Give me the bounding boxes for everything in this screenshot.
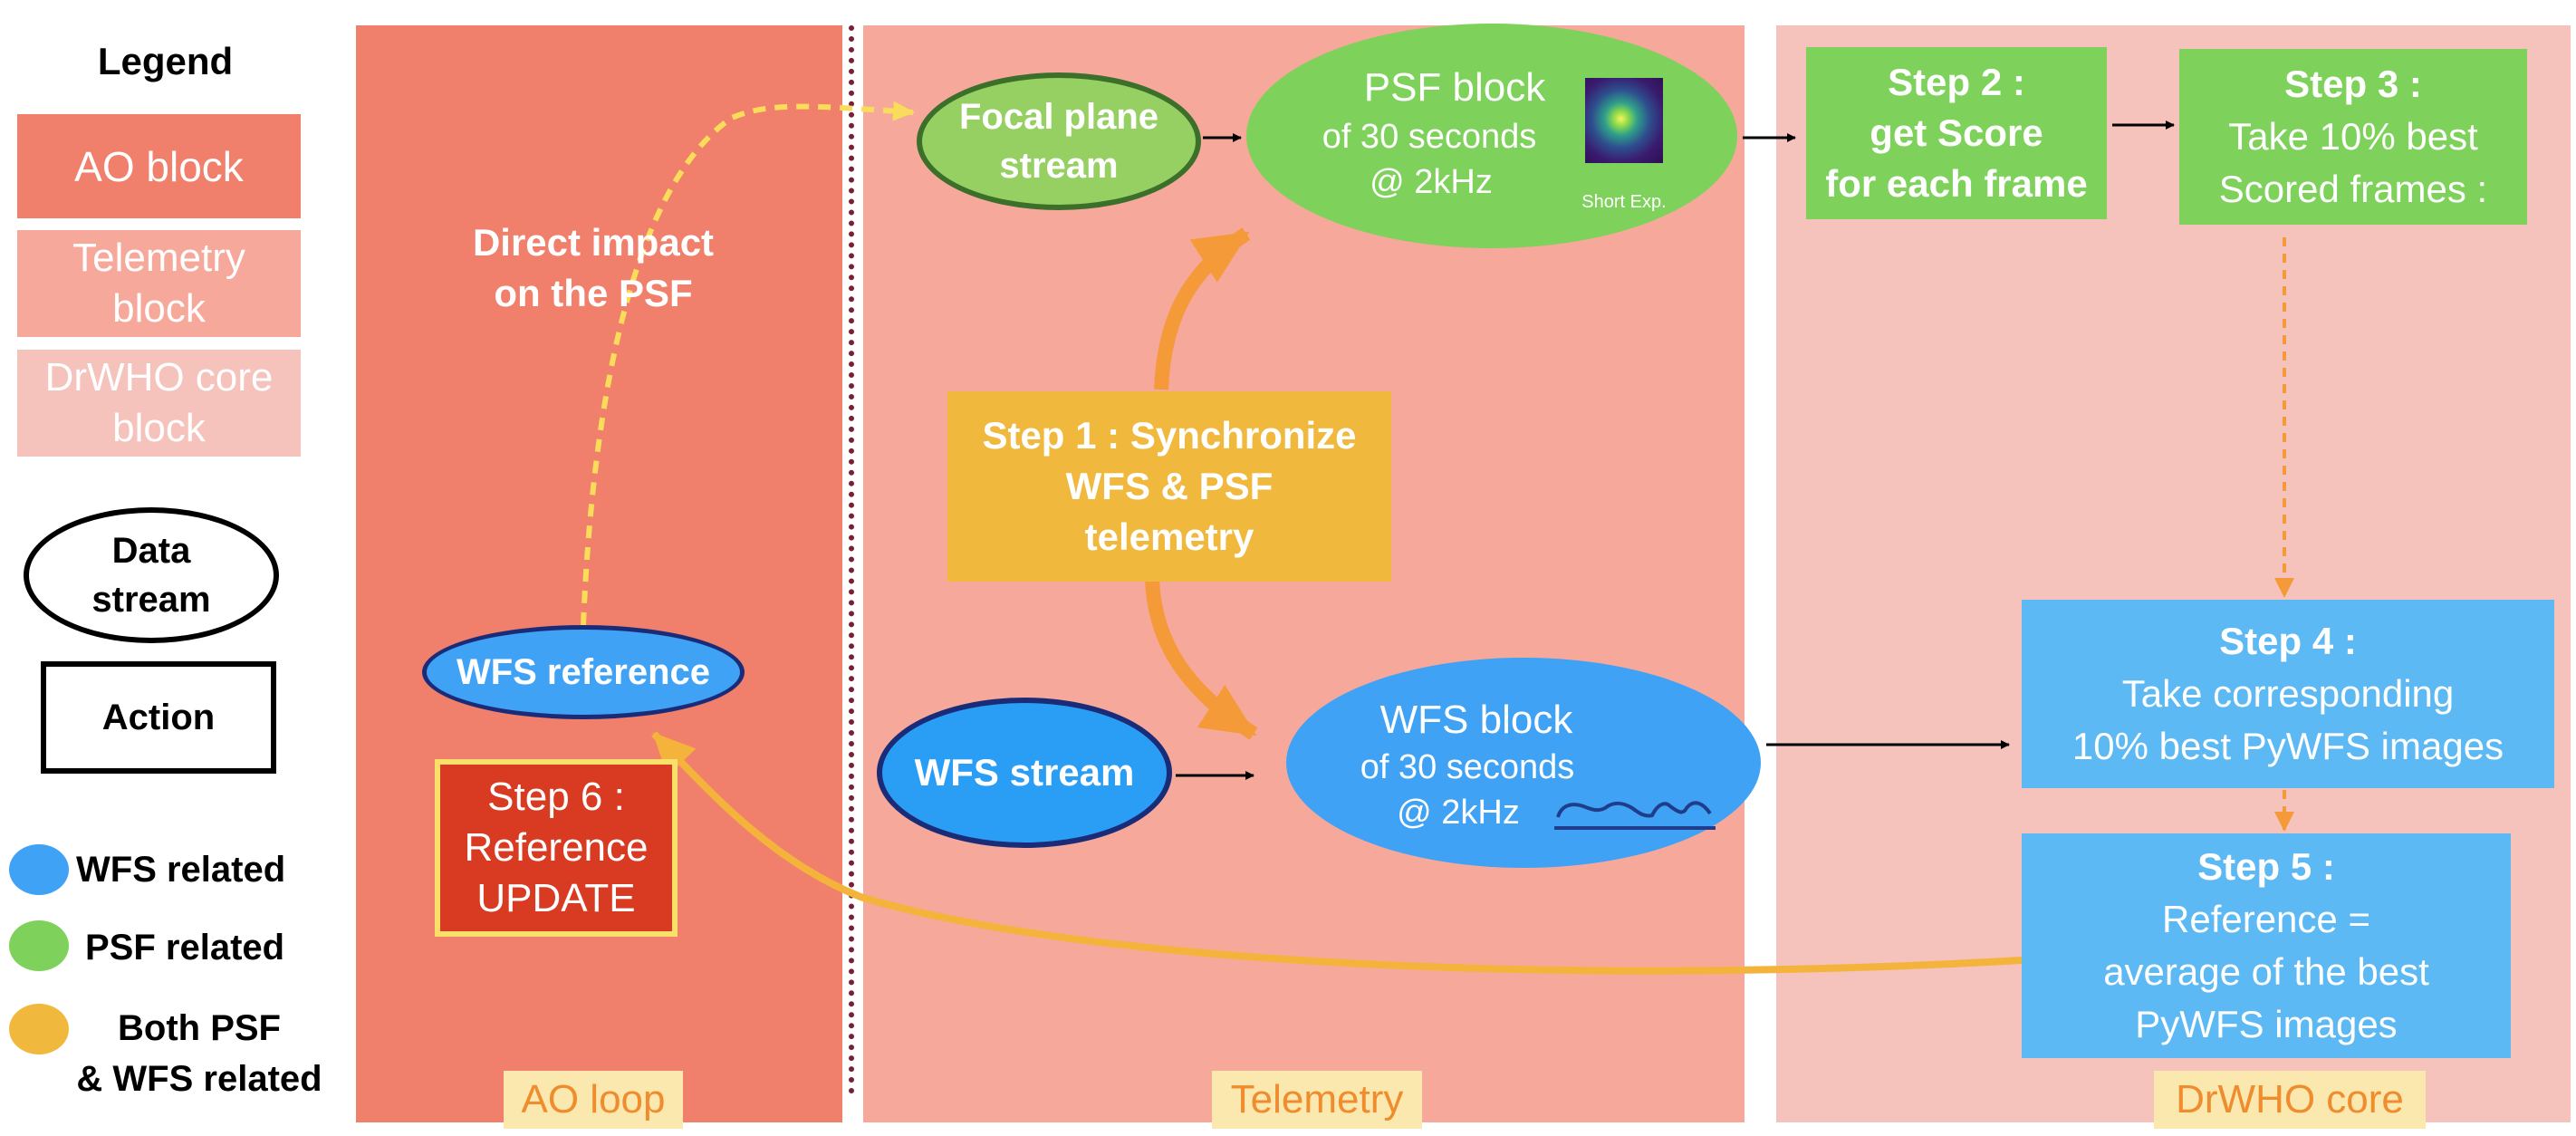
wfs-block-rate: @ 2kHz [1397,794,1520,832]
legend-data-stream: Data stream [24,507,279,643]
telemetry-label: Telemetry [1212,1071,1422,1129]
short-exposure-image [1585,78,1663,163]
legend-core-line-1: DrWHO core [44,355,274,400]
step5-to-reference-arrow [651,731,2023,975]
psf-related-dot [9,920,69,971]
step5-line-4: PyWFS images [2135,1003,2398,1045]
legend-telemetry-block: Telemetry block [17,230,301,337]
direct-impact-text: Direct impact on the PSF [417,214,770,323]
ao-loop-panel [356,25,842,1122]
legend-action: Action [41,661,276,774]
step5-line-3: average of the best [2103,950,2429,993]
step1-line-3: telemetry [1084,515,1254,558]
direct-impact-line-1: Direct impact [472,221,715,264]
direct-impact-line-2: on the PSF [494,272,693,314]
legend-both-line-2: & WFS related [76,1059,322,1099]
step4-box: Step 4 : Take corresponding 10% best PyW… [2022,600,2554,788]
step2-line-2: get Score [1870,111,2043,154]
psf-block-rate: @ 2kHz [1370,163,1493,201]
psf-block-node: PSF block of 30 seconds @ 2kHz Short Exp… [1246,24,1737,248]
panel-separator [849,25,854,1094]
legend-telemetry-line-2: block [112,286,206,331]
wfs-block-duration: of 30 seconds [1360,748,1575,786]
step3-line-2: Take 10% best [2228,115,2478,158]
step5-line-1: Step 5 : [2197,845,2335,888]
ao-loop-label: AO loop [504,1071,683,1129]
wfs-reference-node: WFS reference [422,625,745,719]
step2-box: Step 2 : get Score for each frame [1806,47,2107,219]
psf-block-duration: of 30 seconds [1322,118,1537,156]
wfs-block-title: WFS block [1379,698,1573,742]
legend-ao-block: AO block [17,114,301,218]
both-related-dot [9,1004,69,1054]
focal-plane-line-1: Focal plane [958,97,1159,137]
legend-psf-related: PSF related [85,928,285,968]
legend-title: Legend [97,40,234,82]
step6-line-2: Reference [464,825,649,870]
wfs-stream-node: WFS stream [877,698,1172,848]
focal-plane-line-2: stream [999,146,1119,186]
step3-line-1: Step 3 : [2284,63,2422,105]
step1-line-2: WFS & PSF [1065,465,1274,507]
legend-core-block: DrWHO core block [17,350,301,457]
step1-box: Step 1 : Synchronize WFS & PSF telemetry [947,391,1391,582]
sync-to-wfs-arrow [1145,579,1258,740]
wfs-block-node: WFS block of 30 seconds @ 2kHz [1286,658,1761,868]
step2-line-1: Step 2 : [1888,61,2025,103]
step6-line-3: UPDATE [476,876,636,920]
step4-line-2: Take corresponding [2121,672,2455,715]
step5-box: Step 5 : Reference = average of the best… [2022,833,2511,1058]
legend-data-stream-line-1: Data [111,531,191,571]
legend-core-line-2: block [112,406,206,450]
wfs-signal-icon [1554,801,1716,830]
legend-data-stream-line-2: stream [91,580,211,620]
legend-telemetry-line-1: Telemetry [72,236,245,280]
step6-box: Step 6 : Reference UPDATE [435,759,678,937]
legend-both-line-1: Both PSF [118,1008,281,1048]
step4-line-3: 10% best PyWFS images [2071,725,2504,767]
step6-line-1: Step 6 : [487,775,625,819]
legend-both-related: Both PSF & WFS related [54,1004,344,1103]
step4-line-1: Step 4 : [2219,620,2357,662]
step2-line-3: for each frame [1825,162,2088,205]
legend-wfs-related: WFS related [76,850,286,890]
step1-line-1: Step 1 : Synchronize [982,414,1357,457]
step3-line-3: Scored frames : [2218,168,2488,210]
psf-block-title: PSF block [1363,65,1546,110]
step5-line-2: Reference = [2162,898,2370,940]
step3-box: Step 3 : Take 10% best Scored frames : [2179,49,2527,225]
core-label: DrWHO core [2154,1071,2426,1129]
sync-to-psf-arrow [1154,227,1251,390]
short-exp-label: Short Exp. [1581,192,1667,212]
wfs-related-dot [9,844,69,895]
direct-impact-arrow [581,101,915,626]
focal-plane-stream-node: Focal plane stream [917,72,1201,210]
